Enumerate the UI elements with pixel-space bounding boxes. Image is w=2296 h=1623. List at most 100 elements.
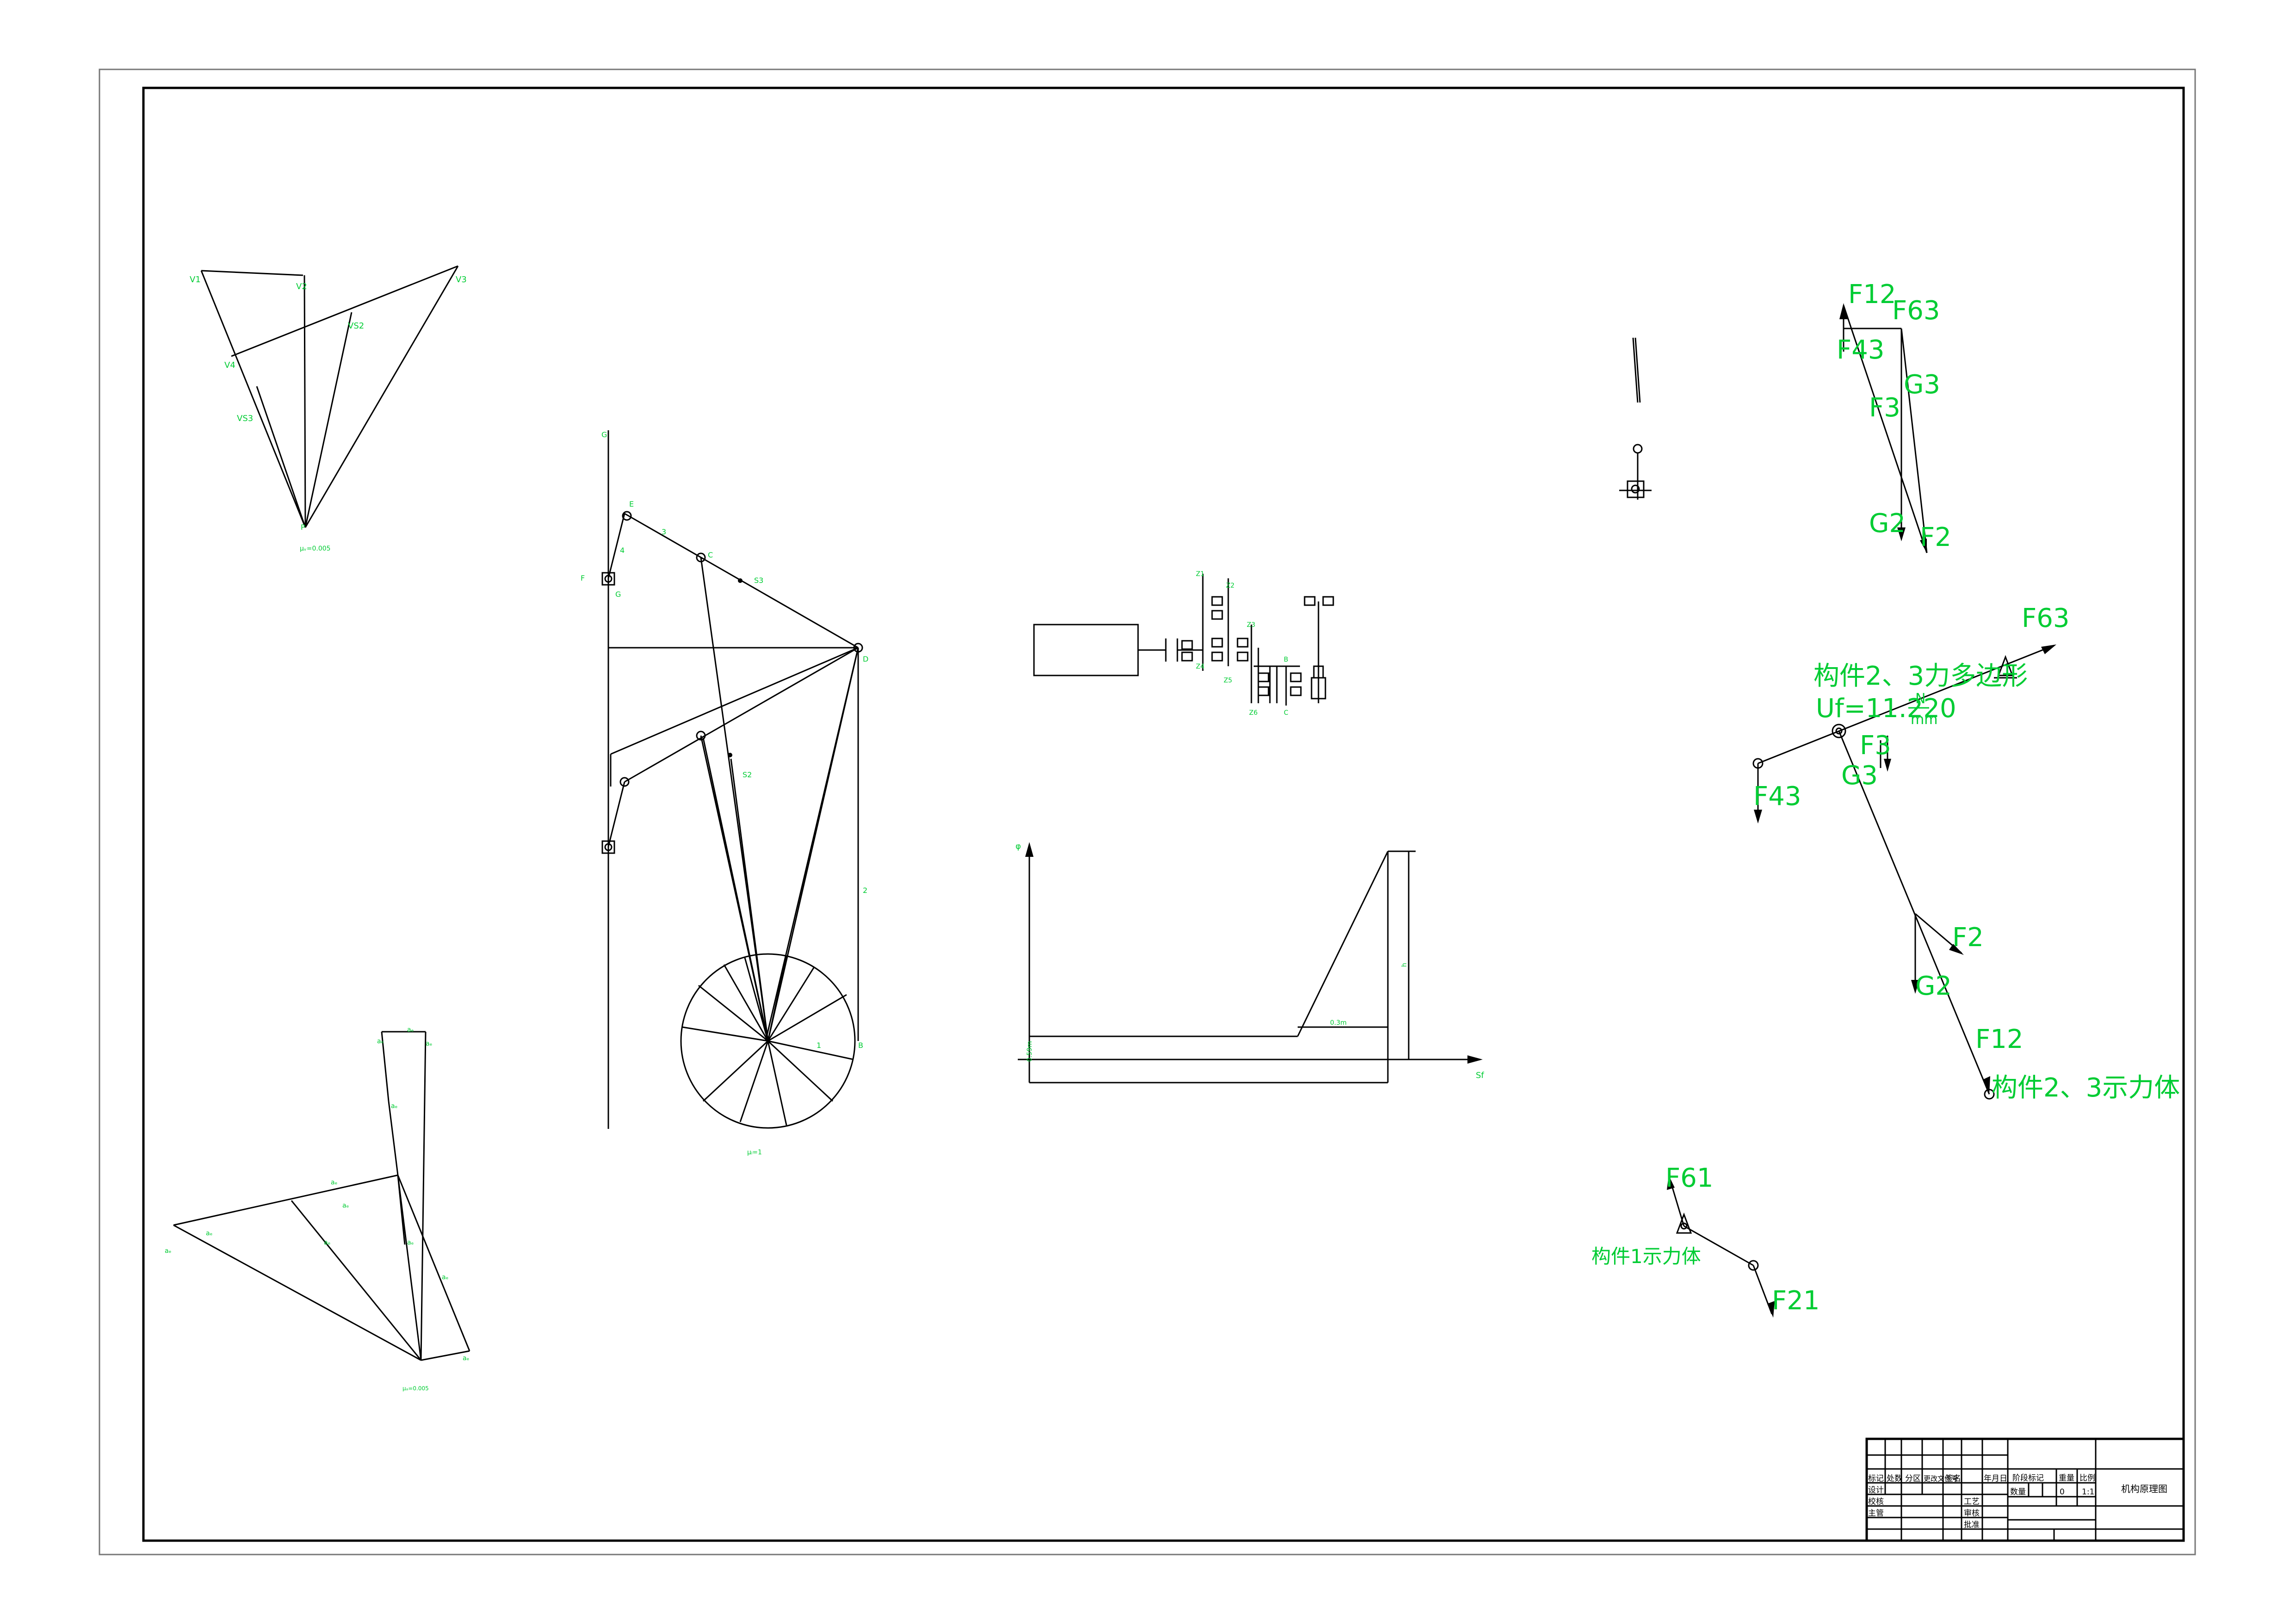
acceleration-polygon: aₑ aₑ aₑ aₑ aₑ aₑ aₑ aₑ aₑ aₑ aₑ aₑ μₐ=0… bbox=[165, 1026, 470, 1392]
linkage-label-s2: S2 bbox=[743, 770, 752, 779]
tb-qty: 数量 bbox=[2010, 1487, 2026, 1497]
body23-title: 构件2、3力多边形 bbox=[1813, 661, 2028, 691]
motion-val2: 0.3m bbox=[1330, 1019, 1347, 1027]
tb-scale: 比例 bbox=[2079, 1474, 2095, 1483]
body1-label-f61: F61 bbox=[1665, 1163, 1713, 1193]
tb-r1-1: 处数 bbox=[1887, 1474, 1902, 1483]
fp-label-g2: G2 bbox=[1869, 508, 1906, 539]
body23-label-f12: F12 bbox=[1975, 1024, 2023, 1054]
free-body-23: 构件2、3力多边形 Uf=11.220 N mm F63 F43 F3 G3 F… bbox=[1752, 603, 2180, 1103]
fp-label-f12: F12 bbox=[1848, 279, 1896, 310]
body23-scale: Uf=11.220 bbox=[1816, 694, 1956, 724]
tb-weight: 重量 bbox=[2059, 1474, 2074, 1483]
accel-scale: μₐ=0.005 bbox=[402, 1385, 429, 1392]
linkage-label-f: F bbox=[581, 574, 585, 582]
tb-r1-0: 标记 bbox=[1868, 1474, 1884, 1483]
motor-box bbox=[1033, 624, 1139, 676]
motion-diagram: φ Sf 0.3m 0.59m h bbox=[1015, 842, 1484, 1084]
accel-label-11: aₑ bbox=[426, 1040, 432, 1047]
body23-label-f2: F2 bbox=[1952, 923, 1984, 953]
inner-border bbox=[142, 87, 2185, 1542]
motion-val1: 0.59m bbox=[1026, 1041, 1034, 1062]
fp-label-f43: F43 bbox=[1837, 335, 1884, 365]
accel-label-12: aₑ bbox=[463, 1355, 469, 1362]
gear-label-z1: Z1 bbox=[1196, 570, 1205, 578]
accel-label-6: aₑ bbox=[407, 1239, 414, 1246]
tb-r1-5: 年月日 bbox=[1984, 1474, 2007, 1483]
gear-label-b: B bbox=[1284, 656, 1288, 663]
label-v4: V4 bbox=[224, 360, 235, 370]
linkage-label-4: 4 bbox=[620, 546, 625, 555]
motion-xlabel: Sf bbox=[1476, 1071, 1484, 1080]
tb-r1-3: 更改文件号 bbox=[1924, 1474, 1958, 1483]
tb-r1-4: 签名 bbox=[1945, 1474, 1961, 1483]
tb-stage: 阶段标记 bbox=[2012, 1474, 2044, 1483]
outer-border bbox=[99, 68, 2196, 1555]
label-vs2: VS2 bbox=[348, 321, 364, 331]
linkage-label-g: G bbox=[601, 430, 607, 439]
linkage-label-d: D bbox=[863, 655, 868, 663]
tb-ratio: 1:1 bbox=[2082, 1487, 2094, 1497]
gear-train: Z1 Z2 Z3 Z4 Z5 Z6 B C bbox=[1033, 570, 1334, 717]
body23-label-f63: F63 bbox=[2022, 603, 2069, 633]
velocity-scale: μᵥ=0.005 bbox=[300, 545, 331, 552]
small-sketch bbox=[1619, 337, 1652, 500]
title-block: 标记 处数 分区 更改文件号 签名 年月日 设计 校核 主管 工艺 审核 批准 … bbox=[1865, 1437, 2185, 1542]
label-v3: V3 bbox=[456, 275, 467, 285]
body23-scale-den: mm bbox=[1911, 712, 1937, 728]
gear-label-z5: Z5 bbox=[1224, 677, 1232, 684]
tb-check: 校核 bbox=[1868, 1497, 1884, 1506]
gear-label-c: C bbox=[1284, 709, 1288, 717]
accel-label-2: aₑ bbox=[206, 1230, 212, 1237]
body23-label-f43: F43 bbox=[1753, 781, 1801, 812]
linkage-label-b: B bbox=[858, 1041, 863, 1050]
tb-review: 审核 bbox=[1964, 1509, 1980, 1518]
label-v1: V1 bbox=[190, 275, 201, 285]
tb-design: 设计 bbox=[1868, 1486, 1884, 1495]
body23-scale-num: N bbox=[1915, 691, 1925, 707]
tb-approve: 主管 bbox=[1868, 1509, 1884, 1518]
gear-label-z3: Z3 bbox=[1247, 621, 1256, 629]
linkage-mechanism: G E 3 4 F G C S3 D S2 2 1 B μₗ=1 bbox=[581, 430, 868, 1156]
accel-label-1: aₑ bbox=[165, 1247, 171, 1255]
accel-label-7: aₑ bbox=[442, 1274, 448, 1281]
motion-val3: h bbox=[1401, 963, 1408, 967]
body23-label-g3: G3 bbox=[1841, 761, 1878, 791]
gear-label-z6: Z6 bbox=[1249, 709, 1258, 717]
tb-drawing-name: 机构原理图 bbox=[2121, 1483, 2167, 1494]
accel-label-4: aₑ bbox=[342, 1202, 349, 1209]
body23-label-g2: G2 bbox=[1915, 971, 1952, 1001]
fp-label-f63: F63 bbox=[1892, 296, 1940, 326]
force-polygon: F12 F63 F43 F3 G3 G2 F2 bbox=[1837, 279, 1951, 553]
fp-label-f3: F3 bbox=[1869, 393, 1900, 423]
body23-label-f3: F3 bbox=[1860, 731, 1891, 761]
label-vs3: VS3 bbox=[237, 414, 253, 423]
tb-r1-2: 分区 bbox=[1905, 1474, 1921, 1483]
linkage-label-e: E bbox=[629, 500, 634, 508]
linkage-scale: μₗ=1 bbox=[747, 1149, 762, 1156]
linkage-label-s3: S3 bbox=[754, 576, 763, 585]
accel-label-10: aₑ bbox=[407, 1026, 414, 1034]
accel-label-5: aₑ bbox=[324, 1239, 330, 1246]
label-v2: V2 bbox=[296, 282, 307, 291]
tb-process: 工艺 bbox=[1964, 1497, 1980, 1506]
linkage-label-c: C bbox=[708, 551, 713, 559]
accel-label-3: aₑ bbox=[331, 1179, 337, 1186]
linkage-label-3: 3 bbox=[662, 527, 666, 536]
accel-label-9: aₑ bbox=[377, 1038, 384, 1045]
accel-label-8: aₑ bbox=[391, 1103, 397, 1110]
gear-label-z2: Z2 bbox=[1226, 582, 1235, 589]
velocity-polygon: V1 V2 V3 V4 VS2 VS3 P μᵥ=0.005 bbox=[190, 265, 467, 552]
label-p: P bbox=[301, 523, 305, 532]
free-body-1: F61 F21 构件1示力体 bbox=[1591, 1163, 1819, 1318]
tb-zero: 0 bbox=[2060, 1487, 2065, 1497]
body1-caption: 构件1示力体 bbox=[1591, 1245, 1701, 1268]
body23-caption: 构件2、3示力体 bbox=[1992, 1073, 2180, 1103]
linkage-label-1: 1 bbox=[817, 1041, 821, 1050]
linkage-label-g2: G bbox=[615, 590, 621, 599]
fp-label-f2: F2 bbox=[1920, 522, 1951, 552]
gear-label-z4: Z4 bbox=[1196, 663, 1205, 670]
motion-ylabel: φ bbox=[1015, 842, 1021, 851]
body1-label-f21: F21 bbox=[1772, 1286, 1819, 1316]
